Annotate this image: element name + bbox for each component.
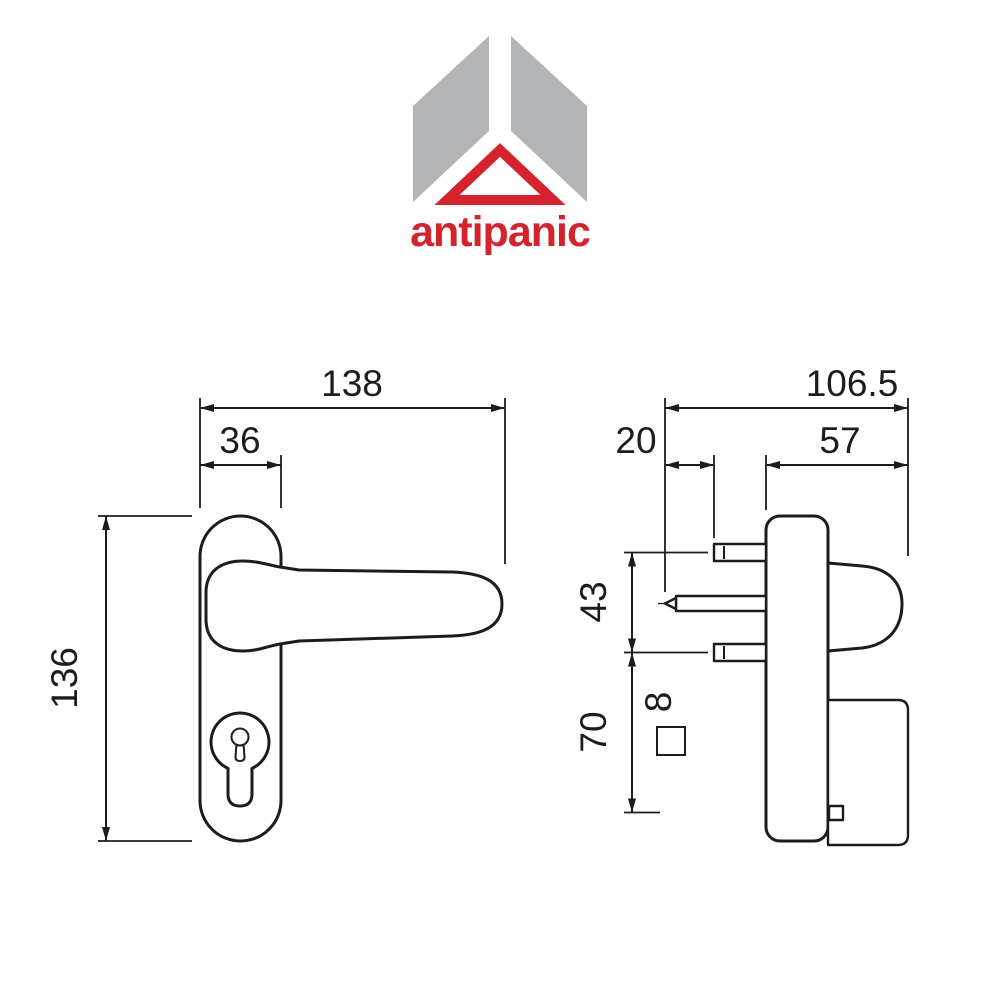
front-lever-handle xyxy=(204,559,504,653)
square-spindle-symbol-icon xyxy=(656,726,686,756)
dim-front-width-label: 138 xyxy=(321,363,383,404)
brand-logo: antipanic xyxy=(410,36,591,256)
spindle-tip xyxy=(663,596,678,611)
dim-side-spindle-protrusion-arrows xyxy=(665,461,714,469)
side-backplate xyxy=(764,514,830,843)
side-lock-housing xyxy=(826,698,910,847)
dim-side-handle-depth: 57 xyxy=(765,420,908,510)
dim-side-spindle-square: 8 xyxy=(638,692,686,756)
cylinder-plug-icon xyxy=(230,727,250,747)
dim-side-handle-depth-label: 57 xyxy=(819,420,860,461)
logo-triangle-icon xyxy=(434,143,566,205)
dim-front-width: 138 xyxy=(199,363,506,564)
front-view xyxy=(198,514,504,843)
side-fixing-pin xyxy=(827,804,845,822)
dim-side-total-depth: 106.5 xyxy=(664,363,909,592)
dim-side-spindle-protrusion-label: 20 xyxy=(615,420,656,461)
dim-side-fixing-centres-extlines xyxy=(624,551,708,654)
side-fixing-screw-bottom xyxy=(712,642,768,663)
dim-side-fixing-centres: 43 xyxy=(573,551,708,654)
dim-side-spindle-protrusion: 20 xyxy=(615,420,715,538)
logo-left-band-icon xyxy=(413,36,489,202)
dim-side-total-depth-extlines xyxy=(664,398,909,592)
dim-front-plate-width: 36 xyxy=(200,420,282,508)
front-euro-cylinder xyxy=(209,711,271,808)
dim-side-fixing-centres-label: 43 xyxy=(573,581,614,622)
dim-front-plate-width-label: 36 xyxy=(219,420,260,461)
dim-front-height: 136 xyxy=(44,515,192,842)
dim-side-spindle-square-label: 8 xyxy=(638,692,679,713)
logo-right-band-icon xyxy=(511,36,587,202)
side-view xyxy=(658,514,910,847)
dim-side-total-depth-label: 106.5 xyxy=(806,363,899,404)
side-lever-handle xyxy=(826,561,904,653)
dim-front-height-label: 136 xyxy=(44,647,85,709)
dim-front-width-extlines xyxy=(199,398,506,564)
dim-side-lower-fixing: 70 xyxy=(573,652,660,814)
side-square-spindle xyxy=(674,594,768,613)
dim-side-lower-fixing-label: 70 xyxy=(573,711,614,752)
brand-name: antipanic xyxy=(410,208,590,256)
cylinder-keyway-icon xyxy=(234,743,246,763)
dim-front-height-extlines xyxy=(98,515,192,842)
side-fixing-screw-top xyxy=(712,542,768,563)
